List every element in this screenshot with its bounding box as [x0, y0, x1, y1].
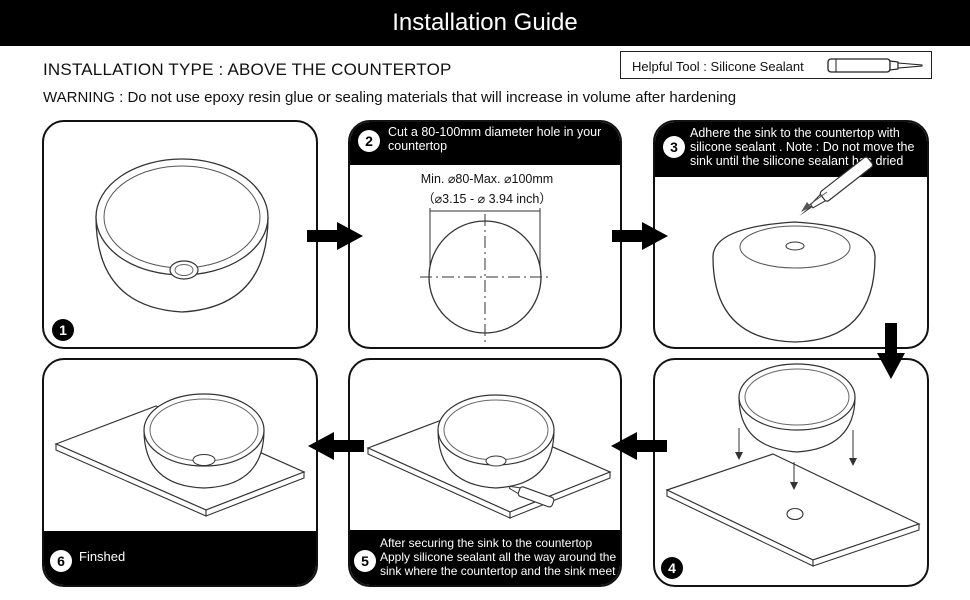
- step-2-caption: Cut a 80-100mm diameter hole in your cou…: [388, 125, 602, 153]
- warning-text: WARNING : Do not use epoxy resin glue or…: [43, 89, 737, 106]
- helpful-tool-label: Helpful Tool : Silicone Sealant: [632, 59, 804, 74]
- step-5-caption: After securing the sink to the counterto…: [380, 536, 617, 578]
- step-4-badge: 4: [661, 557, 683, 579]
- arrow-down-icon: [877, 323, 905, 379]
- step-1-badge: 1: [52, 319, 74, 341]
- hole-dimension-inch-text: （⌀3.15 - ⌀ 3.94 inch）: [422, 192, 552, 206]
- sealant-application-illustration: [366, 394, 612, 519]
- step-3-panel: Adhere the sink to the countertop with s…: [653, 120, 929, 349]
- step-5-badge: 5: [354, 550, 376, 572]
- hole-dimension-text: Min. ⌀80-Max. ⌀100mm: [420, 172, 554, 186]
- step-4-panel: 4: [653, 358, 929, 587]
- step-2-badge: 2: [358, 130, 380, 152]
- step-2-caption-band: Cut a 80-100mm diameter hole in your cou…: [350, 122, 620, 165]
- step-3-badge: 3: [663, 136, 685, 158]
- step-6-caption: Finshed: [79, 549, 126, 564]
- sink-on-sealant-illustration: [712, 156, 876, 343]
- step-5-panel: After securing the sink to the counterto…: [348, 358, 622, 587]
- arrow-left-icon: [611, 432, 667, 460]
- arrow-left-icon: [308, 432, 364, 460]
- sink-bowl-illustration: [95, 158, 269, 313]
- step-3-caption: Adhere the sink to the countertop with s…: [690, 126, 915, 168]
- step-1-panel: 1: [42, 120, 318, 349]
- step-2-panel: Cut a 80-100mm diameter hole in your cou…: [348, 120, 622, 349]
- step-3-caption-band: Adhere the sink to the countertop with s…: [655, 122, 927, 177]
- sealant-tube-icon: [827, 58, 923, 73]
- sink-lowering-onto-countertop-illustration: [665, 363, 921, 567]
- page-title: Installation Guide: [392, 9, 578, 36]
- step-6-badge: 6: [50, 550, 72, 572]
- step-6-panel: Finshed 6: [42, 358, 318, 587]
- installation-type-heading: INSTALLATION TYPE : ABOVE THE COUNTERTOP: [43, 60, 452, 79]
- step-6-caption-band: Finshed: [44, 531, 316, 585]
- hole-diagram: [420, 208, 550, 342]
- finished-installation-illustration: [54, 393, 306, 517]
- arrow-right-icon: [612, 222, 668, 250]
- arrow-right-icon: [307, 222, 363, 250]
- step-5-caption-band: After securing the sink to the counterto…: [350, 530, 620, 585]
- page-title-bar: Installation Guide: [0, 0, 970, 46]
- helpful-tool-box: Helpful Tool : Silicone Sealant: [620, 51, 932, 79]
